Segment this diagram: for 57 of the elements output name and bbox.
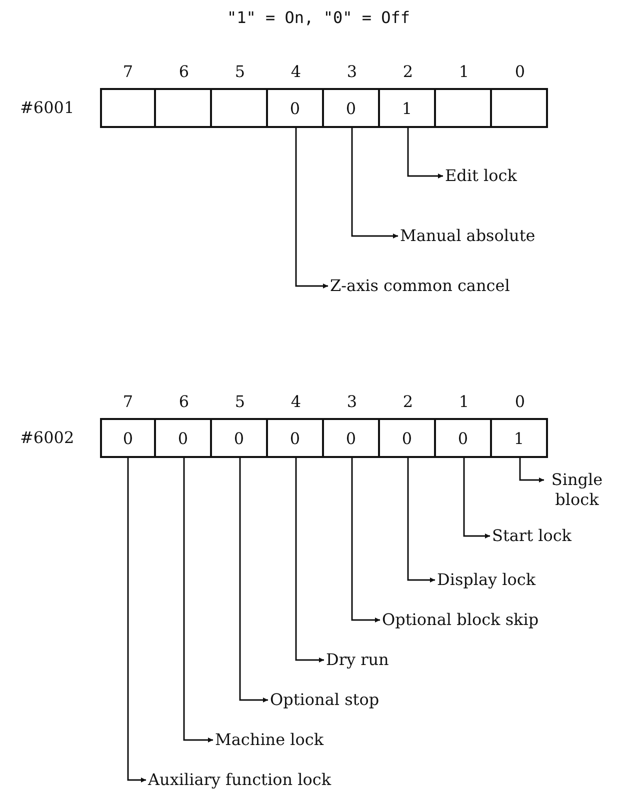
bit-cell [156, 88, 212, 128]
bit-label: Start lock [492, 526, 572, 546]
bit-label: Optional block skip [382, 610, 539, 630]
bit-cell [100, 88, 156, 128]
bit-label: Single block [546, 470, 608, 510]
bit-cell [436, 88, 492, 128]
bit-label: Z-axis common cancel [330, 276, 510, 296]
leader-arrow [295, 128, 328, 288]
bit-value-cell: 1 [492, 418, 548, 458]
leader-arrow [463, 458, 490, 538]
bit-value-cell: 1 [380, 88, 436, 128]
bit-value-cell: 0 [324, 88, 380, 128]
bit-number: 2 [402, 62, 414, 81]
leader-arrow [127, 458, 146, 782]
bit-value-cell: 0 [100, 418, 156, 458]
leader-arrow [351, 128, 398, 238]
leader-arrow [295, 458, 324, 662]
bit-value-cell: 0 [268, 88, 324, 128]
bit-label: Machine lock [215, 730, 324, 750]
bit-number: 0 [514, 392, 526, 411]
register-number: #6001 [20, 98, 74, 117]
bit-number: 7 [122, 62, 134, 81]
bit-number: 1 [458, 392, 470, 411]
bit-number: 2 [402, 392, 414, 411]
bit-number: 3 [346, 392, 358, 411]
bit-value-cell: 0 [380, 418, 436, 458]
bit-value-cell: 0 [268, 418, 324, 458]
bit-number: 4 [290, 392, 302, 411]
bit-label: Display lock [437, 570, 536, 590]
bit-number: 5 [234, 392, 246, 411]
bit-number: 1 [458, 62, 470, 81]
bit-label: Optional stop [270, 690, 380, 710]
leader-arrow [183, 458, 213, 742]
bit-number: 3 [346, 62, 358, 81]
leader-arrow [519, 458, 544, 482]
bit-value-cell: 0 [324, 418, 380, 458]
bit-label: Dry run [326, 650, 389, 670]
bit-cell [492, 88, 548, 128]
leader-arrow [407, 128, 443, 178]
leader-arrow [351, 458, 380, 622]
bit-number: 6 [178, 392, 190, 411]
register-number: #6002 [20, 428, 74, 447]
title: "1" = On, "0" = Off [226, 8, 412, 27]
bit-value-cell: 0 [156, 418, 212, 458]
leader-arrow [407, 458, 435, 582]
bit-number: 0 [514, 62, 526, 81]
bit-cell [212, 88, 268, 128]
leader-arrow [239, 458, 268, 702]
bit-number: 4 [290, 62, 302, 81]
bit-value-cell: 0 [436, 418, 492, 458]
bit-value-cell: 0 [212, 418, 268, 458]
bit-number: 5 [234, 62, 246, 81]
bit-number: 7 [122, 392, 134, 411]
bit-label: Edit lock [445, 166, 517, 186]
bit-label: Manual absolute [400, 226, 536, 246]
bit-number: 6 [178, 62, 190, 81]
bit-label: Auxiliary function lock [148, 770, 332, 790]
